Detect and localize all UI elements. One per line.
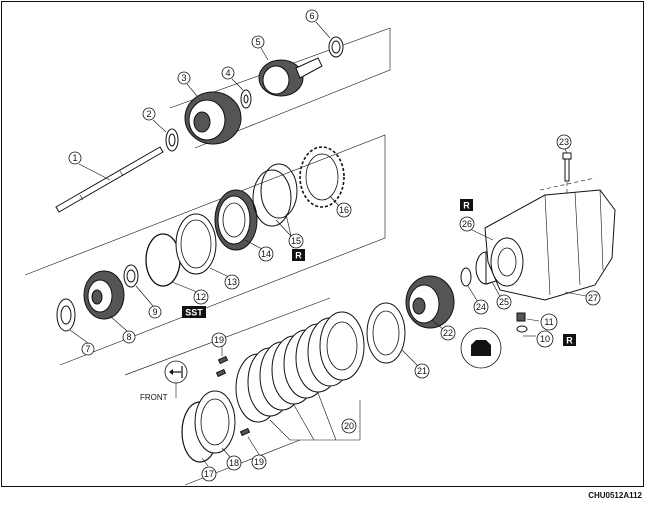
part-gear-8 [83,270,125,320]
part-piston-14 [214,189,258,251]
callout-labels: 1 2 3 4 5 6 7 8 9 10 11 12 13 14 15 16 1… [68,9,601,482]
svg-text:8: 8 [126,332,131,342]
badge-r-seals: R [292,249,305,261]
part-plug-11 [516,312,526,322]
callout-4: 4 [221,66,235,80]
callout-8: 8 [122,330,136,344]
svg-text:SST: SST [185,308,203,318]
svg-text:19: 19 [254,457,264,467]
callout-13: 13 [224,274,240,290]
part-hub-5 [258,57,323,97]
callout-18: 18 [226,455,242,471]
part-spring-16 [299,146,345,208]
svg-text:21: 21 [417,366,427,376]
callout-25: 25 [496,294,512,310]
svg-text:14: 14 [261,249,271,259]
svg-text:1: 1 [72,153,77,163]
part-washer-7 [56,298,76,332]
svg-text:26: 26 [462,219,472,229]
part-snap-ring-12 [145,233,181,287]
callout-27: 27 [585,290,601,306]
svg-text:25: 25 [499,297,509,307]
callout-10: 10 [536,330,554,348]
svg-text:18: 18 [229,458,239,468]
callout-19-upper: 19 [211,332,227,348]
part-plate-18 [194,390,236,454]
svg-text:3: 3 [181,73,186,83]
callout-15: 15 [288,233,304,249]
part-seals-15 [252,163,298,227]
svg-text:6: 6 [309,11,314,21]
part-clutch-pack-20 [235,311,365,441]
part-washer-6 [328,36,344,58]
callout-2: 2 [142,107,156,121]
part-bolt-23 [562,152,572,195]
svg-text:R: R [463,201,470,211]
part-ring-13 [175,213,217,275]
assembly-outline-middle [24,134,386,366]
part-washer-9 [123,264,139,288]
callout-20: 20 [341,418,357,434]
callout-7: 7 [81,342,95,356]
callout-9: 9 [148,305,162,319]
svg-text:13: 13 [227,277,237,287]
callout-12: 12 [193,289,209,305]
part-pins-19 [215,355,251,437]
part-drum-22 [405,275,455,329]
svg-text:R: R [566,336,573,346]
callout-23: 23 [556,134,572,150]
callout-11: 11 [540,313,558,331]
part-seal-10 [516,325,528,333]
svg-text:12: 12 [196,292,206,302]
svg-text:R: R [295,251,302,261]
svg-text:20: 20 [344,421,354,431]
svg-text:27: 27 [588,293,598,303]
badge-sst: SST [182,306,206,318]
svg-text:2: 2 [146,109,151,119]
callout-1: 1 [68,151,82,165]
svg-text:23: 23 [559,137,569,147]
callout-21: 21 [414,363,430,379]
svg-text:10: 10 [540,334,550,344]
badge-r-seal-10: R [563,334,576,346]
svg-text:15: 15 [291,236,301,246]
callout-3: 3 [177,71,191,85]
part-case-27 [484,177,616,301]
diagram-border [1,1,644,487]
part-washer-2 [165,128,179,152]
callout-26: 26 [459,216,475,232]
svg-text:5: 5 [255,37,260,47]
figure-code: CHU0512A112 [588,491,642,500]
callout-14: 14 [258,246,274,262]
svg-text:11: 11 [544,317,553,327]
front-indicator [164,360,188,398]
svg-text:22: 22 [443,328,453,338]
callout-leaders [69,21,587,467]
svg-text:9: 9 [152,307,157,317]
callout-6: 6 [305,9,319,23]
callout-16: 16 [336,202,352,218]
svg-text:17: 17 [204,469,214,479]
part-washer-4 [240,89,252,109]
callout-17: 17 [201,466,217,482]
badge-r-case: R [460,199,473,211]
svg-text:24: 24 [476,302,486,312]
callout-24: 24 [473,299,489,315]
front-label: FRONT [140,393,168,402]
svg-text:16: 16 [339,205,349,215]
callout-5: 5 [251,35,265,49]
part-seal-24 [460,267,472,287]
svg-text:7: 7 [85,344,90,354]
svg-text:4: 4 [225,68,230,78]
callout-22: 22 [440,325,456,341]
part-drum-3 [184,91,242,145]
part-plate-21 [366,302,406,364]
svg-text:19: 19 [214,335,224,345]
detail-inset [460,327,502,369]
callout-19-lower: 19 [251,454,267,470]
